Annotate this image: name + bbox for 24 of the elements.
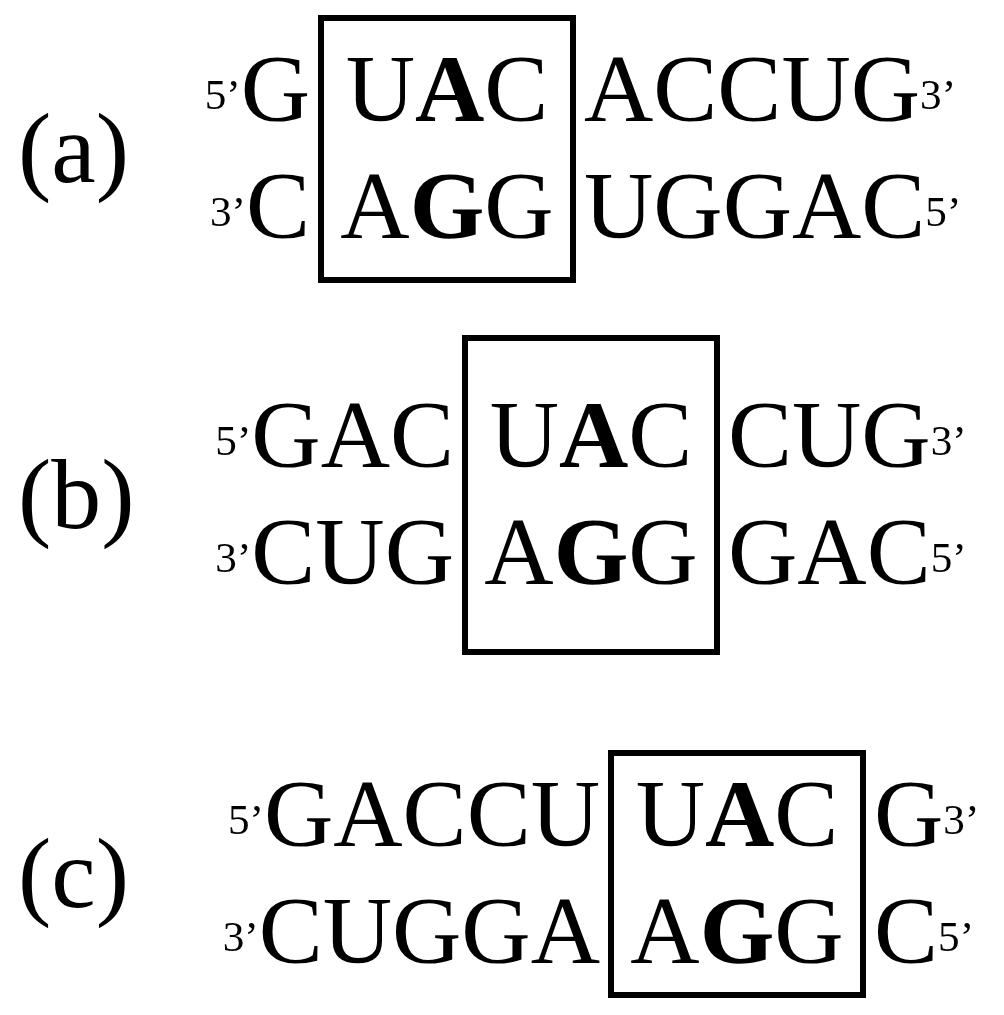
sequence-text: G$^{3’}$ (874, 759, 980, 869)
sequence-text: $^{3’}$CUGGA (222, 876, 600, 986)
sequence-text: AGG (629, 876, 845, 986)
sequence-text: $^{5’}$G (204, 34, 310, 144)
sequence-text: AGG (339, 151, 555, 261)
sequence-box (318, 15, 576, 283)
sequence-text: GAC$^{5’}$ (728, 497, 967, 607)
sequence-box (462, 335, 720, 655)
sequence-text: $^{3’}$CUG (215, 497, 454, 607)
panel-label: (b) (18, 440, 135, 550)
panel-label: (a) (18, 94, 129, 204)
sequence-text: UAC (634, 759, 840, 869)
sequence-text: AGG (483, 497, 699, 607)
sequence-text: UGGAC$^{5’}$ (584, 151, 962, 261)
sequence-text: ACCUG$^{3’}$ (584, 34, 957, 144)
sequence-text: $^{3’}$C (210, 151, 310, 261)
sequence-text: UAC (488, 380, 694, 490)
sequence-text: UAC (344, 34, 550, 144)
panel-label: (c) (18, 819, 129, 929)
sequence-text: C$^{5’}$ (874, 876, 974, 986)
sequence-text: $^{5’}$GACCU (227, 759, 600, 869)
sequence-box (608, 750, 866, 998)
sequence-text: $^{5’}$GAC (215, 380, 454, 490)
sequence-text: CUG$^{3’}$ (728, 380, 967, 490)
